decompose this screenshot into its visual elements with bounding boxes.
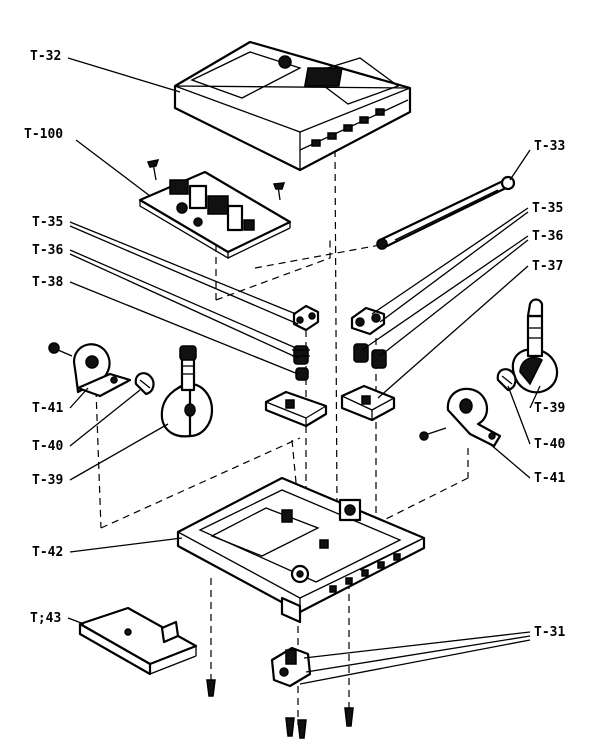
- label-t31: T-31: [534, 625, 565, 640]
- label-t41-right: T-41: [534, 471, 565, 486]
- part-t40-right-clip: [496, 368, 517, 392]
- part-t35-right-clip: [350, 306, 386, 336]
- label-t40-right: T-40: [534, 437, 565, 452]
- label-t35-right: T-35: [532, 201, 563, 216]
- label-t37: T-37: [532, 259, 563, 274]
- label-t33: T-33: [534, 139, 565, 154]
- label-t36-left: T-36: [32, 243, 63, 258]
- label-t42: T-42: [32, 545, 63, 560]
- label-t36-right: T-36: [532, 229, 563, 244]
- label-t32: T-32: [30, 49, 61, 64]
- part-t100-circuit-board: [138, 170, 292, 260]
- part-t31-cam: [270, 646, 312, 688]
- part-t41-left-bracket: [72, 343, 132, 398]
- label-t100: T-100: [24, 127, 63, 142]
- label-t38: T-38: [32, 275, 63, 290]
- part-t39-right-roller: [511, 298, 559, 394]
- part-t40-left-clip: [134, 372, 155, 396]
- left-screw: [48, 342, 73, 357]
- label-t40-left: T-40: [32, 439, 63, 454]
- label-t39-right: T-39: [534, 401, 565, 416]
- label-t35-left: T-35: [32, 215, 63, 230]
- part-t35-left-clip: [292, 304, 320, 332]
- part-t36-left-spring: [292, 345, 310, 365]
- part-t32-top-cover: [173, 40, 412, 172]
- part-center-bracket: [264, 390, 328, 428]
- part-t39-left-roller: [160, 345, 214, 438]
- label-t43: T;43: [30, 611, 61, 626]
- label-t39-left: T-39: [32, 473, 63, 488]
- chassis-slots: [329, 553, 401, 593]
- label-t41-left: T-41: [32, 401, 63, 416]
- part-t43-plate: [78, 606, 198, 676]
- cover-slots: [311, 108, 385, 147]
- chassis-screws: [206, 679, 354, 739]
- right-screw: [419, 427, 447, 441]
- part-t33-rod: [376, 175, 516, 250]
- leader-lines: [67, 57, 541, 685]
- part-t38-left-spring: [295, 367, 309, 381]
- part-t42-chassis: [176, 476, 426, 624]
- part-t41-right-bracket: [446, 387, 502, 448]
- part-labels: T-32 T-100 T-33 T-35 T-36 T-38 T-35 T-36…: [24, 49, 565, 640]
- part-t36-right-springs: [353, 343, 387, 369]
- t100-screws: [146, 159, 286, 201]
